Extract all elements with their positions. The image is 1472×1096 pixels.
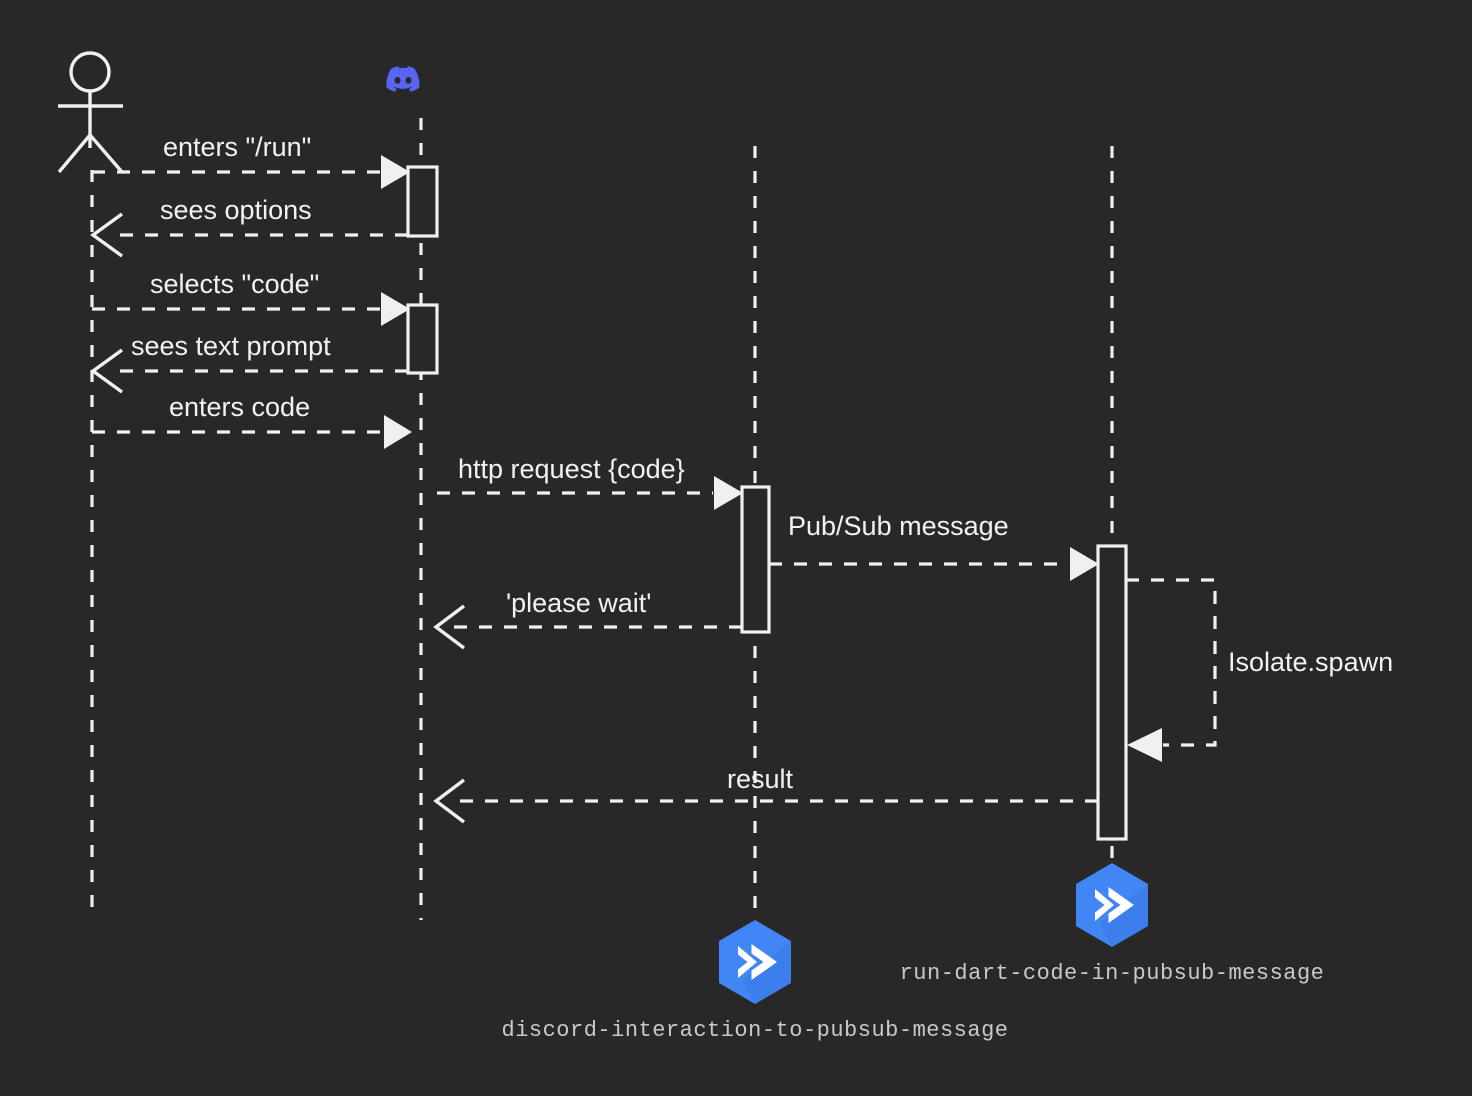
message-selects-code <box>92 292 410 326</box>
arrowhead-open <box>90 348 123 394</box>
message-label-enters-code: enters code <box>169 392 310 422</box>
message-isolate-spawn <box>1126 578 1217 762</box>
arrowhead-solid <box>384 415 412 449</box>
activation-dart-fn <box>1096 544 1128 841</box>
google-cloud-function-icon-dart <box>1076 863 1148 947</box>
message-sees-text-prompt <box>90 348 408 394</box>
arrowhead-solid <box>1127 728 1162 762</box>
message-label-pubsub: Pub/Sub message <box>788 511 1009 541</box>
actor-stick-figure-icon <box>57 51 124 174</box>
message-label-http-request: http request {code} <box>458 454 685 484</box>
activation-discord-1 <box>406 165 439 238</box>
message-enters-run <box>92 155 410 189</box>
message-label-selects-code: selects "code" <box>150 269 319 299</box>
message-label-result: result <box>727 764 794 794</box>
message-label-sees-options: sees options <box>160 195 312 225</box>
discord-logo-icon <box>386 66 420 92</box>
message-result <box>433 778 1098 824</box>
message-label-enters-run: enters "/run" <box>163 132 311 162</box>
participant-label-pubsub-fn: discord-interaction-to-pubsub-message <box>502 1018 1009 1043</box>
message-pubsub <box>769 547 1099 581</box>
arrowhead-open <box>433 778 466 824</box>
message-label-isolate-spawn: Isolate.spawn <box>1228 647 1393 677</box>
activation-pubsub-fn <box>740 485 771 634</box>
message-label-please-wait: 'please wait' <box>506 588 651 618</box>
message-please-wait <box>433 604 742 650</box>
message-http-request <box>437 476 743 510</box>
activation-discord-2 <box>406 303 439 375</box>
message-enters-code <box>92 415 412 449</box>
arrowhead-solid <box>714 476 743 510</box>
participant-label-dart-fn: run-dart-code-in-pubsub-message <box>900 961 1325 986</box>
arrowhead-solid <box>381 155 410 189</box>
message-sees-options <box>90 212 408 258</box>
message-line-self <box>1126 578 1217 747</box>
arrowhead-open <box>433 604 466 650</box>
arrowhead-solid <box>1070 547 1099 581</box>
message-label-sees-text-prompt: sees text prompt <box>131 331 331 361</box>
arrowhead-open <box>90 212 123 258</box>
activation-bars <box>406 165 1128 841</box>
arrowhead-solid <box>381 292 410 326</box>
google-cloud-function-icon-pubsub <box>719 920 791 1004</box>
